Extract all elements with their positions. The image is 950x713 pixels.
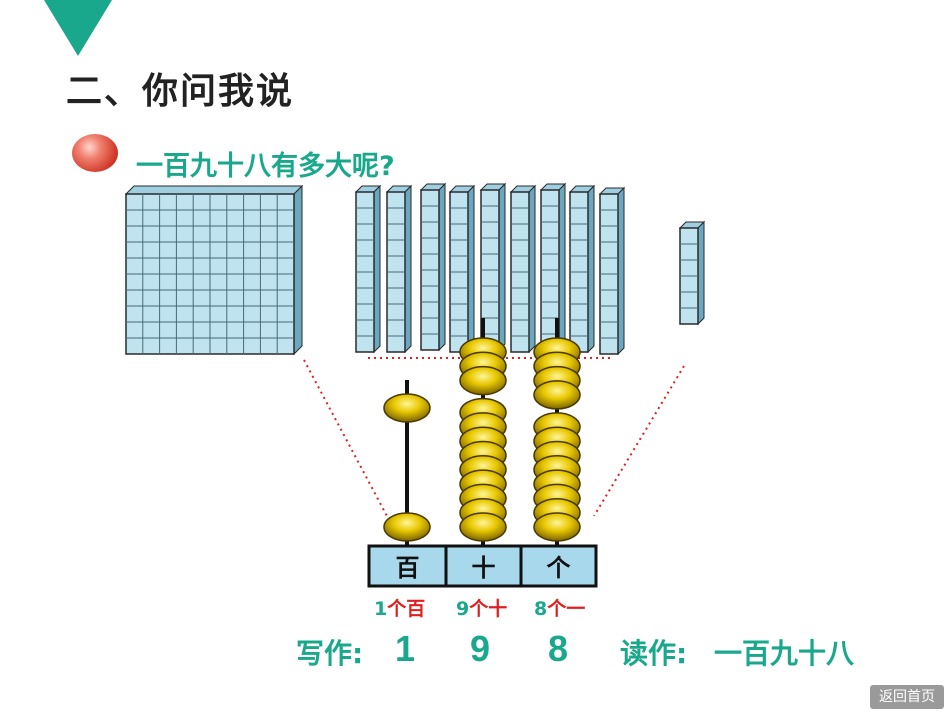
guide-line-hundreds: [303, 359, 389, 519]
write-label: 写作:: [296, 637, 364, 670]
digit-label-tens: 9个十: [456, 594, 507, 621]
written-digit-ones: 8: [548, 628, 569, 669]
hundred-square-top: [124, 185, 304, 195]
ten-rod: [354, 184, 382, 354]
ones-column-side: [697, 220, 705, 326]
ones-cubes-group: [678, 220, 706, 326]
written-digit-tens: 9: [470, 628, 491, 669]
abacus-bead-hundreds: [383, 512, 431, 542]
abacus-bead-tens: [459, 512, 507, 542]
abacus-bead-ones-upper: [533, 380, 581, 410]
ones-column: [678, 220, 706, 326]
corner-triangle-icon: [44, 0, 112, 56]
tens-count: 9: [456, 598, 470, 620]
ten-rod: [448, 184, 476, 354]
ten-rod: [479, 182, 507, 352]
abacus-bead-ones: [533, 512, 581, 542]
abacus-beads: [383, 337, 581, 542]
ten-rod: [568, 184, 596, 354]
ten-rod: [598, 186, 626, 356]
hundreds-block-group: [124, 184, 304, 356]
ten-rod: [539, 182, 567, 352]
ten-rod-side: [587, 184, 595, 354]
place-label-1: 十: [472, 554, 496, 582]
abacus-base: 百十个: [367, 544, 598, 588]
ten-rod-side: [617, 186, 625, 356]
ones-unit: 个一: [547, 598, 586, 620]
abacus-bead-hundreds-extra: [383, 393, 431, 423]
ten-rod: [509, 184, 537, 354]
tens-rods-group: [354, 182, 626, 356]
place-box-2: [519, 544, 598, 588]
digit-label-ones: 8个一: [534, 594, 585, 621]
tens-unit: 个十: [469, 598, 508, 620]
read-value: 一百九十八: [714, 637, 855, 670]
question-text: 一百九十八有多大呢?: [136, 151, 395, 182]
read-label: 读作:: [620, 637, 688, 670]
abacus-bead-tens-upper: [459, 365, 507, 396]
hundreds-unit: 个百: [387, 598, 426, 620]
written-digit-hundreds: 1: [395, 628, 416, 669]
ones-count: 8: [534, 598, 548, 620]
ten-rod-side: [558, 182, 566, 352]
place-label-0: 百: [396, 554, 420, 582]
bullet-ball-icon: [72, 134, 118, 172]
ten-rod-side: [528, 184, 536, 354]
abacus: 百十个: [367, 318, 598, 588]
back-home-button[interactable]: 返回首页: [870, 685, 944, 709]
hundred-square-side: [293, 184, 303, 356]
guide-line-ones: [593, 365, 685, 517]
ten-rod-side: [438, 182, 446, 352]
digit-label-hundreds: 1个百: [374, 594, 425, 621]
place-label-2: 个: [547, 554, 572, 582]
ten-rod-side: [404, 184, 412, 354]
ten-rod-side: [467, 184, 475, 354]
ten-rod: [385, 184, 413, 354]
ten-rod: [419, 182, 447, 352]
section-title: 二、你问我说: [66, 71, 295, 112]
hundreds-count: 1: [374, 598, 388, 620]
ten-rod-side: [498, 182, 506, 352]
ten-rod-side: [373, 184, 381, 354]
hundred-square: [124, 184, 304, 356]
